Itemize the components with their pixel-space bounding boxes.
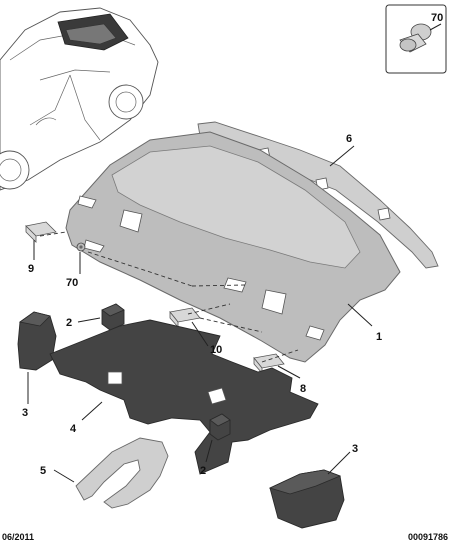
callout-1: 1 (376, 331, 382, 343)
callout-10: 10 (210, 344, 222, 356)
callout-labels: 6 1 8 10 9 70 2 3 4 5 2 3 (22, 133, 382, 477)
part-2-foam-block-upper (101, 303, 125, 331)
part-3-foam-pad-left (17, 311, 57, 371)
callout-5: 5 (40, 465, 46, 477)
callout-4: 4 (70, 423, 77, 435)
clip-detail-box: 70 (385, 4, 447, 74)
callout-3-left: 3 (22, 407, 28, 419)
callout-9: 9 (28, 263, 34, 275)
callout-2-lower: 2 (200, 465, 206, 477)
part-1-parcel-shelf (65, 131, 401, 363)
part-70-push-clip (76, 242, 86, 252)
part-10-clip (169, 307, 201, 329)
vehicle-location-sketch (0, 7, 159, 191)
part-3-foam-pad-right (268, 469, 345, 529)
callout-70-detail: 70 (431, 12, 443, 24)
push-clip-icon (399, 23, 442, 53)
footer-date: 06/2011 (2, 532, 34, 542)
callout-6: 6 (346, 133, 352, 145)
part-5-u-foam-insert (75, 437, 169, 509)
callout-3-right: 3 (352, 443, 358, 455)
part-4-floor-mat (49, 319, 319, 475)
footer-reference: 00091786 (408, 532, 448, 542)
part-2-foam-block-lower (209, 413, 231, 441)
callout-2-upper: 2 (66, 317, 72, 329)
callout-70: 70 (66, 277, 78, 289)
part-9-clip (25, 221, 57, 243)
callout-8: 8 (300, 383, 306, 395)
leader-lines (27, 145, 373, 483)
